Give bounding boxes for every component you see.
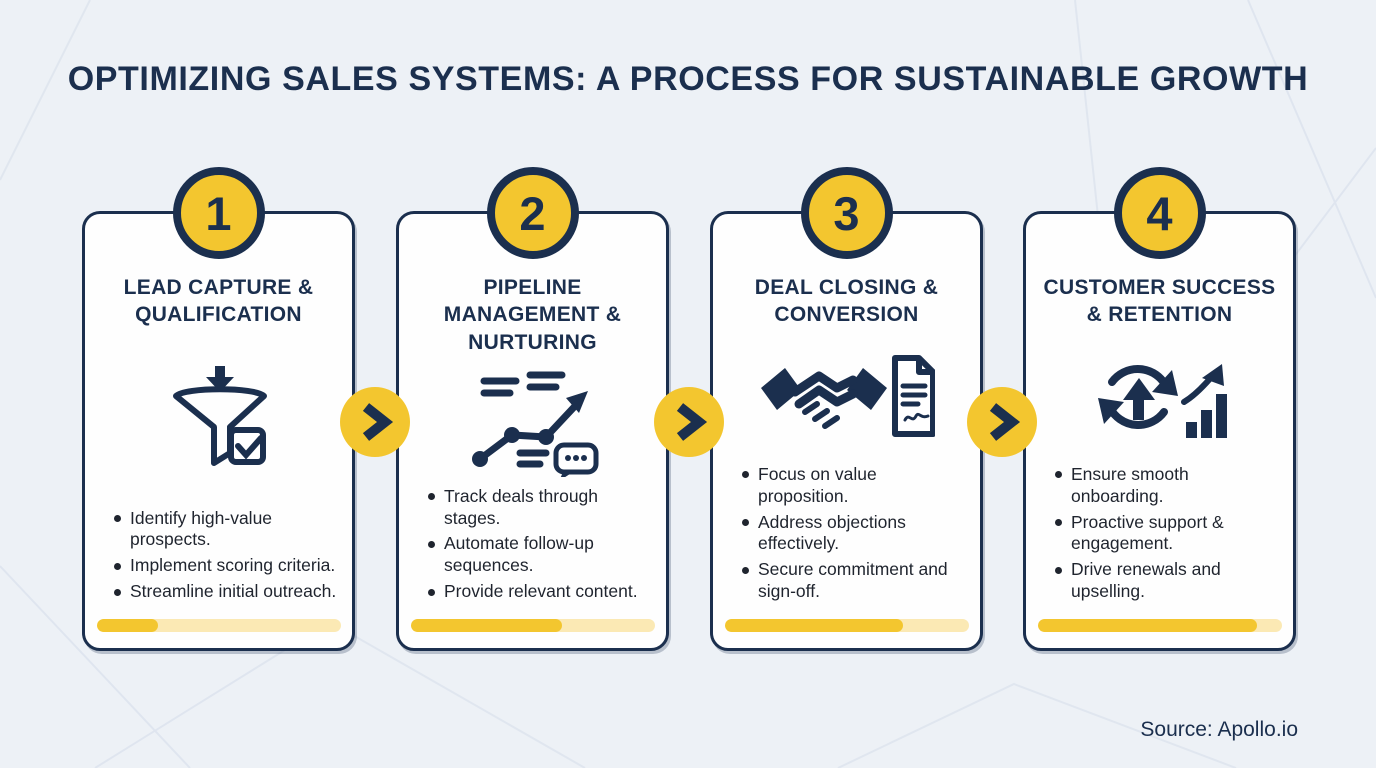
- step-number-badge-1: 1: [172, 167, 265, 259]
- bullet: Secure commitment and sign-off.: [741, 559, 968, 603]
- progress-bar-3: [724, 619, 969, 632]
- step-title-4: CUSTOMER SUCCESS & RETENTION: [1043, 276, 1276, 327]
- step-title-3: DEAL CLOSING & CONVERSION: [754, 276, 939, 327]
- bullet: Implement scoring criteria.: [113, 555, 340, 577]
- bullet: Streamline initial outreach.: [113, 581, 340, 603]
- step-number: 2: [519, 186, 546, 240]
- progress-fill-3: [724, 619, 903, 632]
- step-bullets-1: Identify high-value prospects. Implement…: [85, 508, 352, 608]
- bullet: Track deals through stages.: [427, 486, 654, 530]
- bullet: Ensure smooth onboarding.: [1054, 464, 1281, 508]
- step-card-4: 4 CUSTOMER SUCCESS & RETENTION Ensure sm…: [1023, 167, 1296, 651]
- arrow-connector-2: [654, 387, 724, 457]
- bullet: Automate follow-up sequences.: [427, 533, 654, 577]
- bullet: Proactive support & engagement.: [1054, 512, 1281, 556]
- bullet: Drive renewals and upselling.: [1054, 559, 1281, 603]
- progress-bar-1: [96, 619, 341, 632]
- progress-fill-1: [96, 619, 158, 632]
- page-title: OPTIMIZING SALES SYSTEMS: A PROCESS FOR …: [67, 60, 1309, 98]
- source-attribution: Source: Apollo.io: [1140, 718, 1298, 741]
- step-bullets-4: Ensure smooth onboarding. Proactive supp…: [1026, 464, 1293, 607]
- step-number: 4: [1146, 186, 1173, 240]
- funnel-checkbox-icon: [85, 329, 352, 508]
- chevron-right-icon: [362, 403, 394, 441]
- chevron-right-icon: [989, 403, 1021, 441]
- step-number-badge-4: 4: [1113, 167, 1206, 259]
- progress-bar-2: [410, 619, 655, 632]
- chevron-right-icon: [676, 403, 708, 441]
- step-title-2: PIPELINE MANAGEMENT & NURTURING: [443, 276, 622, 354]
- step-card-3: 3 DEAL CLOSING & CONVERSION Focus on val…: [710, 167, 983, 651]
- step-title-1: LEAD CAPTURE & QUALIFICATION: [123, 276, 314, 327]
- arrow-connector-3: [967, 387, 1037, 457]
- progress-bar-4: [1037, 619, 1282, 632]
- step-card-1: 1 LEAD CAPTURE & QUALIFICATION Identify …: [82, 167, 355, 651]
- step-number: 3: [833, 186, 860, 240]
- step-number-badge-3: 3: [800, 167, 893, 259]
- bullet: Identify high-value prospects.: [113, 508, 340, 552]
- bullet: Provide relevant content.: [427, 581, 654, 603]
- step-card-2: 2 PIPELINE MANAGEMENT & NURTURING Track …: [396, 167, 669, 651]
- handshake-contract-icon: [713, 329, 980, 464]
- arrow-connector-1: [340, 387, 410, 457]
- retention-growth-icon: [1026, 329, 1293, 464]
- step-bullets-2: Track deals through stages. Automate fol…: [399, 486, 666, 607]
- pipeline-trend-chat-icon: [399, 356, 666, 486]
- bullet: Address objections effectively.: [741, 512, 968, 556]
- step-number-badge-2: 2: [486, 167, 579, 259]
- progress-fill-4: [1037, 619, 1258, 632]
- step-number: 1: [205, 186, 232, 240]
- progress-fill-2: [410, 619, 562, 632]
- step-bullets-3: Focus on value proposition. Address obje…: [713, 464, 980, 607]
- bullet: Focus on value proposition.: [741, 464, 968, 508]
